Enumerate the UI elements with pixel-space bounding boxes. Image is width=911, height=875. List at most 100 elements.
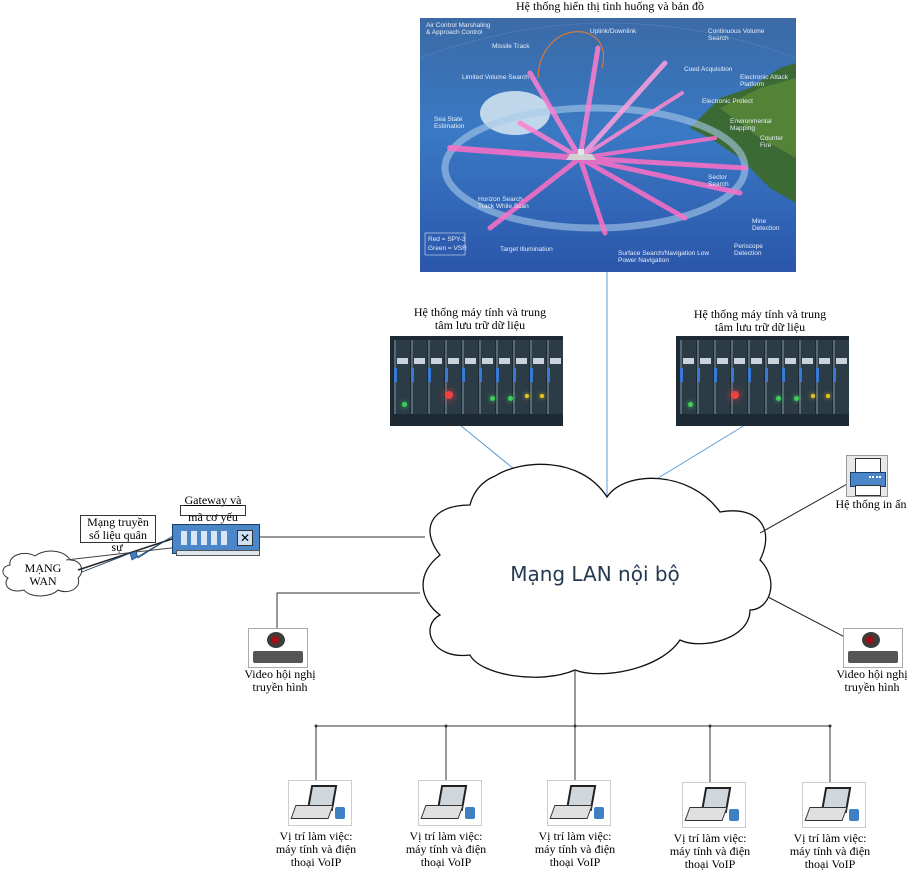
wan-cloud xyxy=(2,550,83,597)
server-status-led xyxy=(794,396,799,401)
server-blade xyxy=(697,340,713,414)
military-network-line3: sự xyxy=(111,540,123,554)
laptop-phone-icon xyxy=(288,780,352,826)
military-network-line2: số liệu quân xyxy=(89,528,147,542)
printer-label: Hệ thống in ấn xyxy=(835,497,907,511)
radar-illustration xyxy=(420,18,796,272)
server-status-led xyxy=(490,396,495,401)
wan-label-line2: WAN xyxy=(29,574,57,588)
radar-label-counter-fire: Counter Fire xyxy=(760,135,784,149)
server-blade xyxy=(680,340,696,414)
server-blade xyxy=(833,340,849,414)
server-status-led xyxy=(445,391,453,399)
video-camera-icon-right xyxy=(843,628,903,668)
lan-cloud xyxy=(422,463,772,678)
server-blade xyxy=(496,340,512,414)
military-network-label: Mạng truyền số liệu quân xyxy=(80,515,156,543)
server-rack-image-left xyxy=(390,336,563,426)
workstation-label-line2: máy tính và điện xyxy=(405,842,487,856)
radar-label-periscope: Periscope Detection xyxy=(734,243,763,257)
gateway-label-line1: Gateway và xyxy=(184,493,242,507)
workstation-label-line2: máy tính và điện xyxy=(669,844,751,858)
radar-label-cued-acquisition: Cued Acquisition xyxy=(684,66,733,73)
server-status-led xyxy=(402,402,407,407)
server-blade xyxy=(479,340,495,414)
radar-label-electronic-protect: Electronic Protect xyxy=(702,98,753,105)
radar-label-mine-detection: Mine Detection xyxy=(752,218,780,232)
server-left-label: Hệ thống máy tính và trung tâm lưu trữ d… xyxy=(380,306,580,332)
server-blade xyxy=(731,340,747,414)
display-system-title: Hệ thống hiển thị tình huống và bản đồ xyxy=(516,0,704,13)
workstation-label-line1: Vị trí làm việc: xyxy=(538,829,612,843)
server-blade xyxy=(748,340,764,414)
server-blade xyxy=(765,340,781,414)
radar-label-electronic-attack: Electronic Attack Platform xyxy=(740,74,789,88)
radar-label-sector-search: Sector Search xyxy=(708,174,729,188)
radar-legend-red: Red = SPY-3 xyxy=(428,236,466,243)
radar-label-continuous-volume: Continuous Volume Search xyxy=(708,28,765,42)
workstation-label-line3: thoại VoIP xyxy=(549,855,601,869)
lan-cloud-label: Mạng LAN nội bộ xyxy=(510,562,680,586)
server-status-led xyxy=(540,394,544,398)
radar-label-uplink: Uplink/Downlink xyxy=(590,28,637,35)
server-blade xyxy=(547,340,563,414)
workstation-label-line1: Vị trí làm việc: xyxy=(409,829,483,843)
gateway-label: Gateway và mã cơ yếu xyxy=(180,494,246,523)
workstation-label-line2: máy tính và điện xyxy=(789,844,871,858)
server-status-led xyxy=(826,394,830,398)
server-right-label-line2: tâm lưu trữ dữ liệu xyxy=(714,320,806,334)
workstation-label-line3: thoại VoIP xyxy=(290,855,342,869)
radar-label-environmental: Environmental Mapping xyxy=(730,118,772,132)
workstation-label-line3: thoại VoIP xyxy=(420,855,472,869)
server-blade xyxy=(428,340,444,414)
switch-cross-icon: ✕ xyxy=(237,530,253,546)
laptop-phone-icon xyxy=(802,782,866,828)
laptop-phone-icon xyxy=(682,782,746,828)
server-blade xyxy=(394,340,410,414)
printer-icon xyxy=(846,455,888,497)
radar-label-air-control: Air Control Marshaling & Approach Contro… xyxy=(426,22,491,36)
wan-label-line1: MẠNG xyxy=(24,561,62,575)
server-status-led xyxy=(525,394,529,398)
workstation-label-line1: Vị trí làm việc: xyxy=(793,831,867,845)
radar-label-sea-state: Sea State Estimation xyxy=(434,116,465,130)
video-left-label-line2: truyền hình xyxy=(252,680,308,694)
video-right-label-line1: Video hội nghị xyxy=(836,667,908,681)
server-status-led xyxy=(731,391,739,399)
server-left-label-line2: tâm lưu trữ dữ liệu xyxy=(434,318,526,332)
laptop-phone-icon xyxy=(418,780,482,826)
server-status-led xyxy=(811,394,815,398)
workstation-label-line2: máy tính và điện xyxy=(275,842,357,856)
link-wan-to-gateway-2 xyxy=(65,546,181,561)
wan-label: MẠNG WAN xyxy=(18,562,68,588)
radar-legend-green: Green = VSR xyxy=(428,245,467,252)
switch-ports xyxy=(181,531,231,545)
network-switch-icon: ✕ xyxy=(172,524,260,554)
radar-label-limited-volume: Limited Volume Search xyxy=(462,74,529,81)
server-blade xyxy=(799,340,815,414)
radar-label-surface-search: Surface Search/Navigation Low Power Navi… xyxy=(618,250,710,264)
bus-junctions xyxy=(314,724,832,728)
radar-label-target-illumination: Target Illumination xyxy=(500,246,553,253)
gateway-label-line2: mã cơ yếu xyxy=(188,510,238,524)
server-status-led xyxy=(688,402,693,407)
server-status-led xyxy=(776,396,781,401)
radar-label-horizon-search: Horizon Search Track While Scan xyxy=(478,196,529,210)
server-left-label-line1: Hệ thống máy tính và trung xyxy=(413,305,547,319)
server-blade xyxy=(530,340,546,414)
workstation-label-line1: Vị trí làm việc: xyxy=(673,831,747,845)
video-left-label-line1: Video hội nghị xyxy=(244,667,316,681)
military-network-line1: Mạng truyền xyxy=(87,515,149,529)
server-blade xyxy=(714,340,730,414)
video-camera-icon-left xyxy=(248,628,308,668)
server-blade xyxy=(513,340,529,414)
radar-situation-map-image: Air Control Marshaling & Approach Contro… xyxy=(420,18,796,272)
switch-base xyxy=(176,550,260,556)
video-right-label: Video hội nghị truyền hình xyxy=(822,668,911,694)
workstation-label-line3: thoại VoIP xyxy=(804,857,856,871)
